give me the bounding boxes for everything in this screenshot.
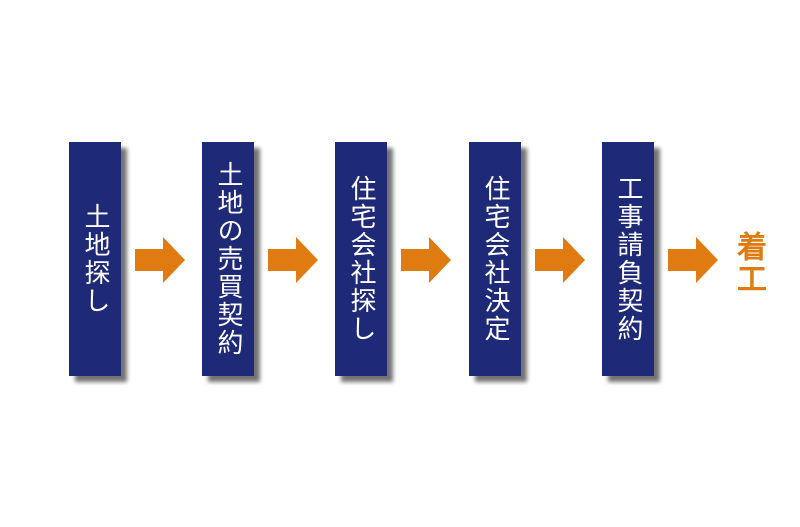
right-arrow-icon [535, 237, 585, 283]
step-label: 土地探し [80, 203, 110, 315]
step-label: 住宅会社探し [346, 175, 376, 343]
right-arrow-icon [268, 237, 318, 283]
step-construction-contract: 工事請負契約 [602, 142, 654, 376]
right-arrow-icon [401, 237, 451, 283]
step-land-search: 土地探し [69, 142, 121, 376]
step-label: 工事請負契約 [613, 175, 643, 343]
step-builder-search: 住宅会社探し [335, 142, 387, 376]
step-label: 土地の売買契約 [213, 161, 243, 357]
final-step-construction-start: 着工 [728, 218, 768, 308]
step-label: 住宅会社決定 [480, 175, 510, 343]
step-land-purchase-contract: 土地の売買契約 [202, 142, 254, 376]
right-arrow-icon [135, 237, 185, 283]
final-label: 着工 [731, 231, 766, 295]
step-builder-decision: 住宅会社決定 [469, 142, 521, 376]
right-arrow-icon [668, 237, 718, 283]
